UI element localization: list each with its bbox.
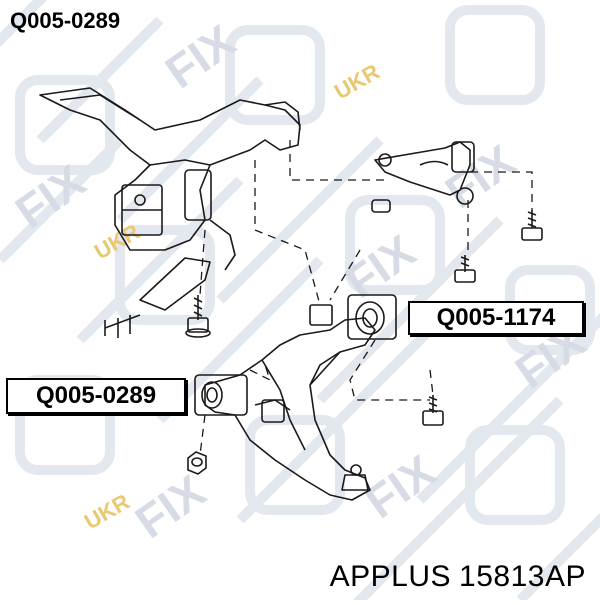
footer-part-code: 15813AP [459,560,586,593]
callout-q005-1174: Q005-1174 [408,301,584,335]
subframe [39,87,301,271]
svg-text:UKR: UKR [80,489,134,535]
bolt-right-middle [454,255,476,283]
assembly-lines [199,140,533,456]
bolt-right-lower [422,395,444,426]
nut [187,451,207,475]
footer-brand: APPLUS [329,560,452,593]
header-part-number: Q005-0289 [10,8,121,33]
svg-text:FIX: FIX [126,464,215,548]
bolt-right-upper [521,210,543,241]
callout-q005-0289: Q005-0289 [6,378,186,414]
upper-control-arm [371,141,475,213]
rear-bushing-q005-1174 [309,294,397,340]
lower-control-arm [204,317,376,501]
front-bushing-q005-0289 [194,374,248,416]
bolt-left [185,295,211,338]
svg-text:UKR: UKR [330,59,384,105]
stabilizer-link [104,257,211,338]
